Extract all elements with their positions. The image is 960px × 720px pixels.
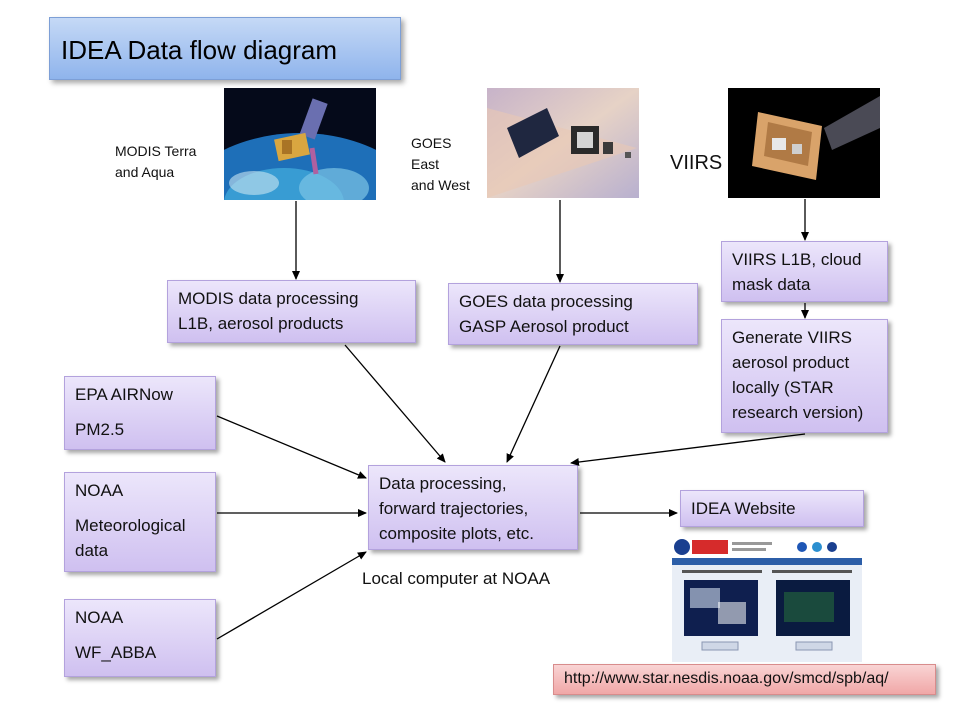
noaa-wfabba-box: NOAA WF_ABBA	[64, 599, 216, 677]
goes-label-line2: East	[411, 156, 440, 172]
goes-satellite-image	[487, 88, 639, 198]
modis-source-label: MODIS Terra and Aqua	[115, 141, 196, 183]
arrow-viirs-gen-to-data	[570, 433, 806, 466]
noaa-wf-line2: WF_ABBA	[75, 643, 157, 662]
goes-processing-box: GOES data processing GASP Aerosol produc…	[448, 283, 698, 345]
arrow-noaa-wf-to-data	[216, 551, 367, 640]
goes-processing-line1: GOES data processing	[459, 292, 633, 311]
viirs-generate-box: Generate VIIRS aerosol product locally (…	[721, 319, 888, 433]
viirs-l1b-box: VIIRS L1B, cloud mask data	[721, 241, 888, 302]
epa-line1: EPA AIRNow	[75, 385, 173, 404]
data-processing-line1: Data processing,	[379, 474, 507, 493]
viirs-satellite-image	[728, 88, 880, 198]
data-processing-box: Data processing, forward trajectories, c…	[368, 465, 578, 550]
arrow-epa-to-data	[216, 415, 367, 479]
viirs-generate-line4: research version)	[732, 403, 864, 422]
modis-processing-line1: MODIS data processing	[178, 289, 359, 308]
goes-processing-line2: GASP Aerosol product	[459, 317, 629, 336]
noaa-met-line3: data	[75, 541, 109, 560]
epa-line2: PM2.5	[75, 420, 125, 439]
idea-website-box: IDEA Website	[680, 490, 864, 527]
viirs-l1b-line2: mask data	[732, 275, 811, 294]
viirs-generate-line1: Generate VIIRS	[732, 328, 853, 347]
local-computer-label: Local computer at NOAA	[362, 569, 551, 588]
goes-source-label: GOES East and West	[411, 133, 470, 196]
website-screenshot-image	[672, 536, 862, 662]
viirs-generate-line2: aerosol product	[732, 353, 850, 372]
diagram-title: IDEA Data flow diagram	[49, 17, 401, 80]
viirs-l1b-line1: VIIRS L1B, cloud	[732, 250, 862, 269]
idea-url-link[interactable]: http://www.star.nesdis.noaa.gov/smcd/spb…	[553, 664, 936, 695]
arrow-modis-proc-to-data	[344, 344, 446, 463]
modis-satellite-image	[224, 88, 376, 200]
data-processing-line3: composite plots, etc.	[379, 524, 534, 543]
modis-processing-box: MODIS data processing L1B, aerosol produ…	[167, 280, 416, 343]
data-processing-line2: forward trajectories,	[379, 499, 529, 518]
noaa-met-line2: Meteorological	[75, 516, 186, 535]
modis-label-line2: and Aqua	[115, 164, 175, 180]
modis-processing-line2: L1B, aerosol products	[178, 314, 344, 333]
arrow-goes-proc-to-data	[506, 345, 561, 463]
modis-label-line1: MODIS Terra	[115, 143, 197, 159]
noaa-met-box: NOAA Meteorological data	[64, 472, 216, 572]
goes-label-line1: GOES	[411, 135, 452, 151]
epa-airnow-box: EPA AIRNow PM2.5	[64, 376, 216, 450]
goes-label-line3: and West	[411, 177, 470, 193]
noaa-met-line1: NOAA	[75, 481, 124, 500]
viirs-generate-line3: locally (STAR	[732, 378, 834, 397]
noaa-wf-line1: NOAA	[75, 608, 124, 627]
viirs-source-label: VIIRS	[670, 152, 723, 174]
